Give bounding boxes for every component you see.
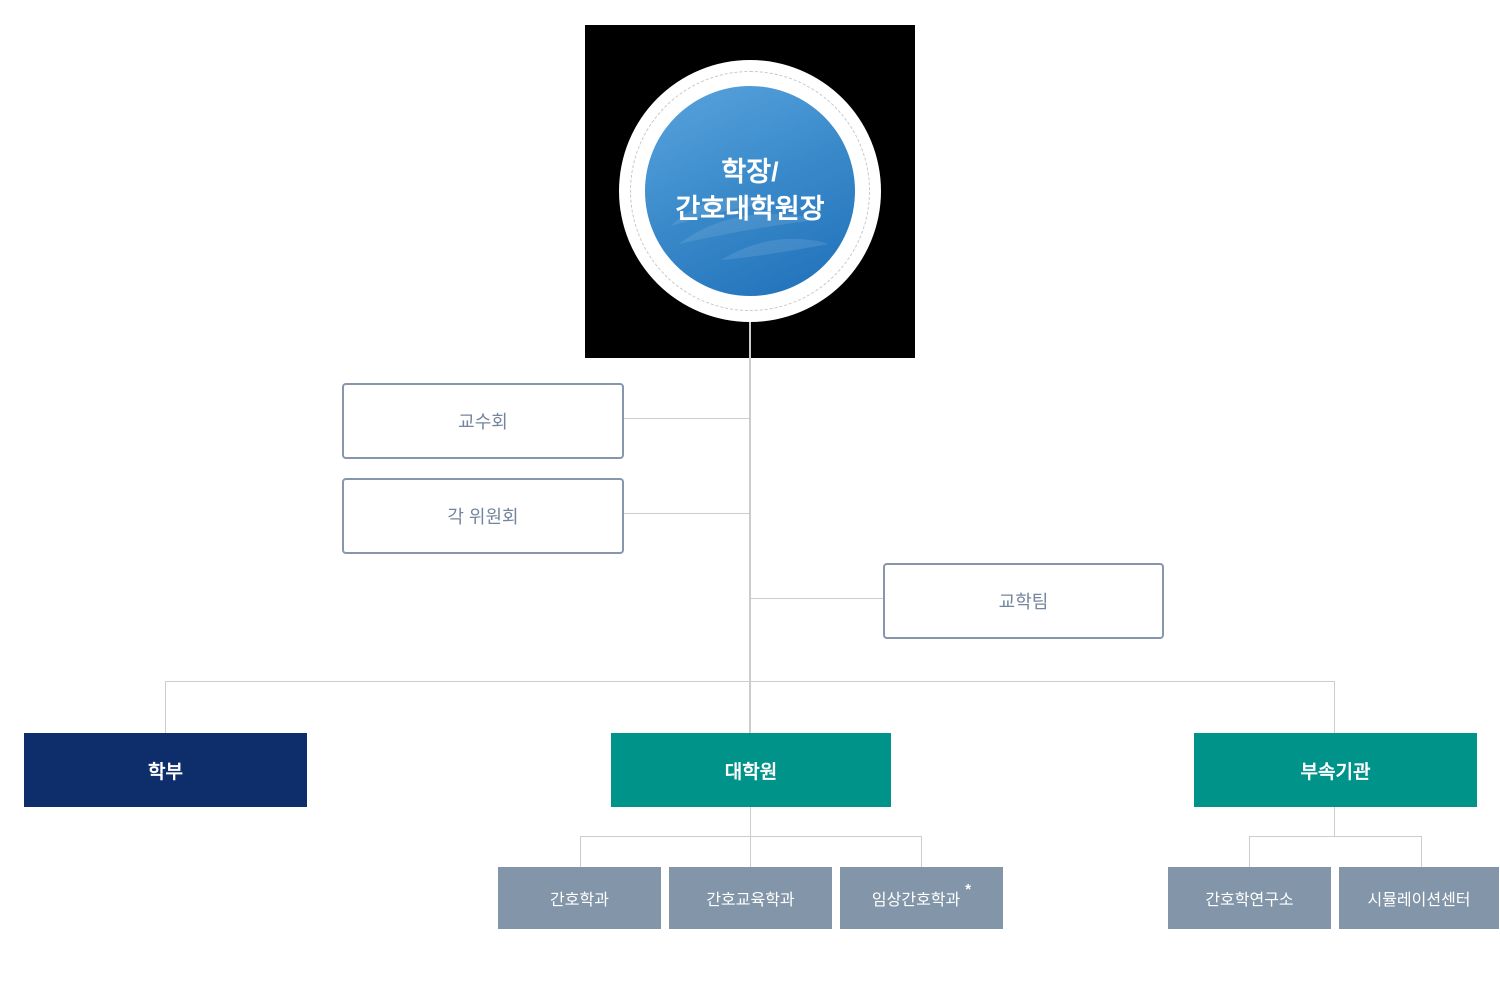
dept-clinical-nursing-label: 임상간호학과	[871, 892, 961, 909]
root-node-label-line1: 학장/	[721, 157, 779, 187]
root-node-circle: 학장/ 간호대학원장	[619, 60, 881, 322]
root-node-dashed-ring	[630, 71, 870, 311]
asterisk-mark: *	[965, 880, 972, 898]
connector-drop-dept-nursing	[580, 836, 581, 867]
connector-drop-dept-clinical-nursing	[921, 836, 922, 867]
connector-graduate-horizontal	[580, 836, 922, 837]
node-affiliated-institutions: 부속기관	[1194, 733, 1477, 807]
connector-trunk-vertical	[749, 320, 751, 733]
root-node-label-line2: 간호대학원장	[675, 194, 825, 224]
node-faculty-council: 교수회	[342, 383, 624, 459]
node-graduate-school: 대학원	[611, 733, 891, 807]
root-node-label: 학장/ 간호대학원장	[675, 154, 824, 228]
node-undergraduate: 학부	[24, 733, 307, 807]
node-committees: 각 위원회	[342, 478, 624, 554]
node-simulation-center: 시뮬레이션센터	[1339, 867, 1499, 929]
node-nursing-research-institute: 간호학연구소	[1168, 867, 1331, 929]
connector-graduate-stem	[750, 807, 751, 836]
connector-drop-simulation-center	[1421, 836, 1422, 867]
connector-main-horizontal	[165, 681, 1335, 682]
root-node-blue-disc: 학장/ 간호대학원장	[645, 86, 855, 296]
connector-affiliated-horizontal	[1249, 836, 1422, 837]
connector-academic-affairs-team	[750, 598, 883, 599]
connector-committees	[620, 513, 750, 514]
connector-faculty-council	[620, 418, 750, 419]
emblem-watermark-graphic	[671, 196, 829, 260]
node-dept-nursing: 간호학과	[498, 867, 661, 929]
connector-drop-undergraduate	[165, 681, 166, 733]
connector-affiliated-stem	[1334, 807, 1335, 836]
connector-drop-research-institute	[1249, 836, 1250, 867]
node-dept-clinical-nursing: 임상간호학과 *	[840, 867, 1003, 929]
node-dept-nursing-education: 간호교육학과	[669, 867, 832, 929]
connector-drop-dept-nursing-education	[750, 836, 751, 867]
node-academic-affairs-team: 교학팀	[883, 563, 1164, 639]
connector-drop-affiliated	[1334, 681, 1335, 733]
